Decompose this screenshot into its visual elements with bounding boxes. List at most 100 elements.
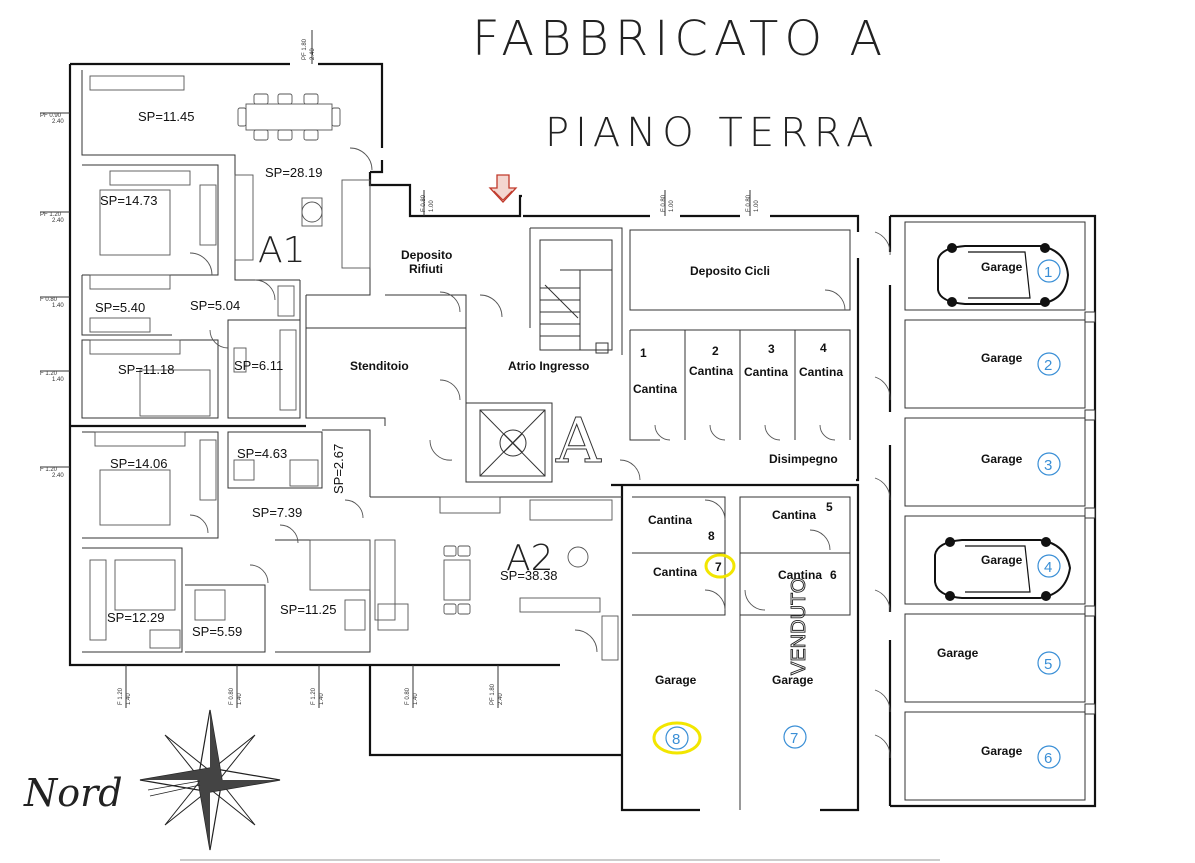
common-label: Deposito	[401, 248, 452, 262]
room-area: SP=2.67	[331, 444, 346, 494]
furniture	[89, 75, 619, 661]
svg-text:1.40: 1.40	[237, 693, 243, 705]
staircase	[539, 239, 613, 354]
title-main: FABBRICATO A	[472, 11, 888, 67]
cantina-label: Cantina	[689, 364, 733, 378]
svg-text:1.00: 1.00	[669, 200, 675, 212]
svg-text:1.00: 1.00	[754, 200, 760, 212]
svg-text:F 1.20: F 1.20	[40, 467, 58, 473]
svg-text:F 0.80: F 0.80	[40, 297, 58, 303]
svg-text:F 1.20: F 1.20	[40, 371, 58, 377]
svg-text:F 0.80: F 0.80	[746, 194, 752, 212]
common-label: Disimpegno	[769, 452, 838, 466]
sold-stamp: VENDUTO	[788, 578, 810, 675]
garage-1: Garage 1	[981, 259, 1061, 283]
cantina-label: Cantina	[799, 365, 843, 379]
garage-number: 1	[1044, 264, 1052, 281]
garage-2: Garage 2	[981, 351, 1061, 376]
svg-text:F 1.20: F 1.20	[311, 687, 317, 705]
garage-number: 8	[672, 731, 680, 748]
garage-label: Garage	[981, 260, 1023, 274]
compass-rose-icon	[139, 709, 281, 851]
garage-number: 4	[1044, 559, 1052, 576]
garage-label: Garage	[937, 646, 979, 660]
svg-text:1.40: 1.40	[319, 693, 325, 705]
cantina-number: 1	[640, 346, 647, 360]
common-label: Rifiuti	[409, 262, 443, 276]
apartment-label: A2	[506, 538, 554, 579]
svg-text:F 0.80: F 0.80	[229, 687, 235, 705]
garage-label: Garage	[981, 452, 1023, 466]
svg-text:2.40: 2.40	[52, 473, 64, 479]
svg-text:F 1.20: F 1.20	[118, 687, 124, 705]
room-area: SP=38.38	[500, 568, 557, 583]
svg-text:PF 1.80: PF 1.80	[490, 683, 496, 705]
garage-4: Garage 4	[981, 553, 1061, 578]
garage-number: 2	[1044, 357, 1052, 374]
cantina-number: 6	[830, 568, 837, 582]
svg-text:1.40: 1.40	[413, 693, 419, 705]
room-area: SP=11.18	[118, 362, 175, 377]
svg-text:1.00: 1.00	[429, 200, 435, 212]
svg-text:PF 0.90: PF 0.90	[40, 113, 62, 119]
room-area: SP=6.11	[234, 358, 283, 373]
room-area: SP=14.73	[100, 193, 157, 208]
building-letter: A	[555, 404, 602, 477]
svg-text:F 0.80: F 0.80	[661, 194, 667, 212]
garage-label: Garage	[655, 673, 697, 687]
svg-text:1.40: 1.40	[126, 693, 132, 705]
room-area: SP=28.19	[265, 165, 322, 180]
svg-text:F 0.80: F 0.80	[405, 687, 411, 705]
title-sub: PIANO TERRA	[545, 110, 879, 156]
garage-number: 5	[1044, 656, 1052, 673]
cantina-label: Cantina	[744, 365, 788, 379]
window-annotations: PF 0.90 2.40 PF 1.20 2.40 F 0.80 1.40 F …	[40, 30, 760, 708]
room-area: SP=4.63	[237, 446, 287, 461]
svg-text:2.40: 2.40	[310, 48, 316, 60]
cantina-label: Cantina	[653, 565, 697, 579]
garage-5: Garage 5	[937, 646, 1061, 675]
highlight-ring	[704, 553, 736, 579]
room-area: SP=5.59	[192, 624, 242, 639]
room-area: SP=7.39	[252, 505, 302, 520]
garage-number: 3	[1044, 457, 1052, 474]
cantina-number: 3	[768, 342, 775, 356]
cantina-label: Cantina	[772, 508, 816, 522]
room-area: SP=11.25	[280, 602, 337, 617]
cantina-number: 8	[708, 529, 715, 543]
interior-walls	[70, 70, 851, 810]
garage-number: 7	[790, 730, 798, 747]
car-icon	[934, 537, 1072, 601]
svg-text:PF 1.20: PF 1.20	[40, 212, 62, 218]
room-area: SP=5.40	[95, 300, 145, 315]
garage-block-right	[888, 214, 1097, 808]
garage-number: 6	[1044, 750, 1052, 767]
common-label: Atrio Ingresso	[508, 359, 589, 373]
room-area: SP=5.04	[190, 298, 240, 313]
car-icon	[937, 243, 1070, 307]
cantina-number: 5	[826, 500, 833, 514]
cantina-number: 7	[715, 560, 722, 574]
entrance-arrow-icon	[488, 174, 518, 203]
svg-text:PF 1.80: PF 1.80	[302, 38, 308, 60]
door-swings	[189, 147, 891, 759]
garage-label: Garage	[772, 673, 814, 687]
cantina-label: Cantina	[633, 382, 677, 396]
garage-label: Garage	[981, 744, 1023, 758]
garage-6: Garage 6	[981, 744, 1061, 769]
north-label: Nord	[23, 771, 123, 815]
room-area: SP=11.45	[138, 109, 195, 124]
garage-8: Garage 8	[652, 673, 702, 755]
garage-label: Garage	[981, 553, 1023, 567]
cantina-number: 2	[712, 344, 719, 358]
svg-text:2.40: 2.40	[52, 218, 64, 224]
garage-label: Garage	[981, 351, 1023, 365]
cantina-label: Cantina	[778, 568, 822, 582]
garage-7: Garage 7	[772, 673, 814, 749]
svg-text:2.40: 2.40	[498, 693, 504, 705]
svg-text:1.40: 1.40	[52, 303, 64, 309]
common-label: Stenditoio	[350, 359, 409, 373]
room-area: SP=12.29	[107, 610, 164, 625]
cantina-label: Cantina	[648, 513, 692, 527]
